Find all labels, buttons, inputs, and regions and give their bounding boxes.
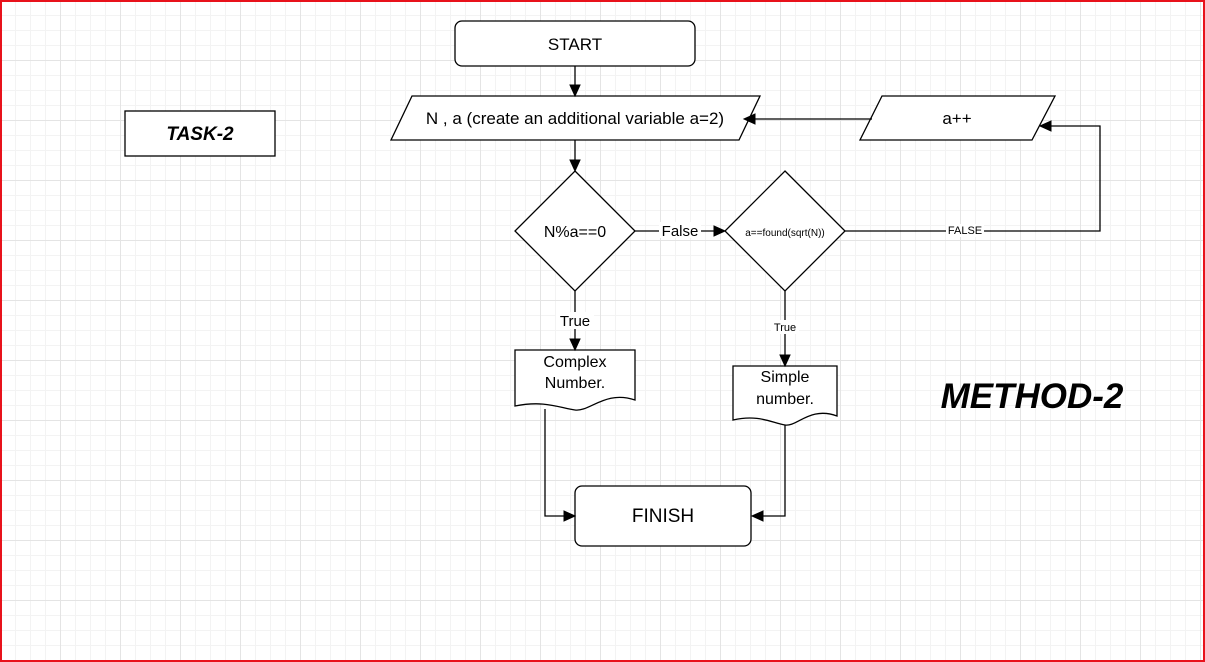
edge-sqrt-false-loop: FALSE (845, 120, 1101, 237)
edge-input-decision (569, 140, 581, 173)
decision-mod-label: N%a==0 (544, 224, 606, 241)
edge-complex-finish (544, 409, 577, 522)
decision-sqrt-label: a==found(sqrt(N)) (745, 228, 824, 239)
edge-start-input (569, 66, 581, 98)
input-node[interactable]: N , a (create an additional variable a=2… (389, 95, 762, 141)
mod-true-label: True (560, 313, 590, 330)
edge-mod-true: True (556, 291, 594, 352)
finish-label: FINISH (632, 506, 694, 527)
complex-number-node[interactable]: Complex Number. (514, 349, 636, 411)
simple-number-node[interactable]: Simple number. (732, 365, 838, 426)
increment-label: a++ (942, 109, 971, 128)
start-label: START (548, 35, 602, 54)
input-label: N , a (create an additional variable a=2… (426, 109, 724, 128)
sqrt-false-label: FALSE (948, 225, 982, 237)
mod-false-label: False (662, 223, 699, 240)
sqrt-true-label: True (774, 322, 796, 334)
method-label: METHOD-2 (941, 377, 1124, 416)
edge-sqrt-true: True (771, 291, 799, 368)
finish-node[interactable]: FINISH (574, 485, 752, 547)
increment-node[interactable]: a++ (858, 95, 1057, 141)
decision-mod-node[interactable]: N%a==0 (514, 170, 636, 292)
edge-increment-input (742, 113, 872, 125)
task-label-box[interactable]: TASK-2 (124, 110, 276, 157)
start-node[interactable]: START (454, 20, 696, 67)
complex-label-line2: Number. (545, 375, 605, 392)
edge-mod-false: False (635, 222, 727, 240)
decision-sqrt-node[interactable]: a==found(sqrt(N)) (724, 170, 846, 292)
complex-label-line1: Complex (543, 354, 606, 371)
simple-label-line2: number. (756, 391, 814, 408)
edge-simple-finish (750, 425, 786, 522)
simple-label-line1: Simple (761, 369, 810, 386)
task-label: TASK-2 (166, 124, 234, 145)
